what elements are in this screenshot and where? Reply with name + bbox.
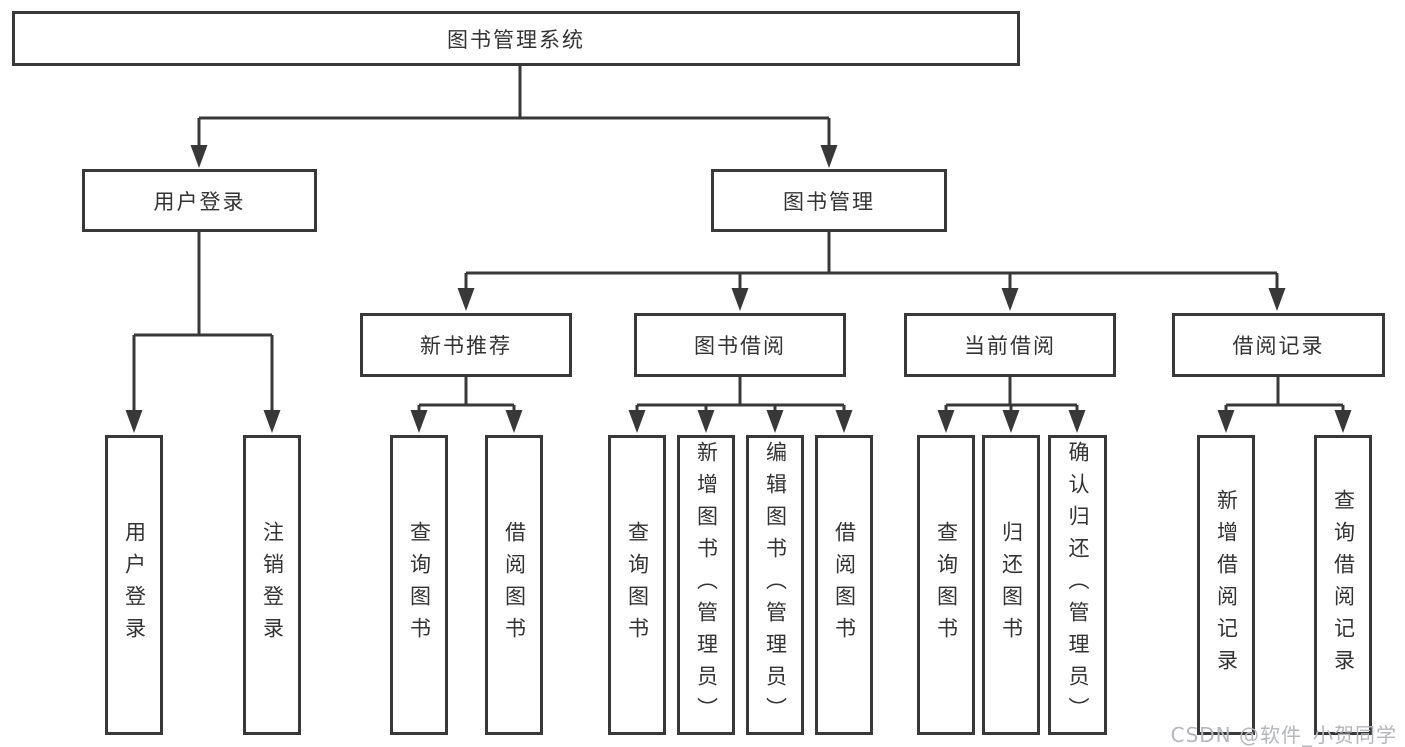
node-leaf-add-borrow-record: 新增借阅记录 — [1197, 435, 1255, 735]
node-leaf-query-borrow-record: 查询借阅记录 — [1314, 435, 1372, 735]
csdn-watermark: CSDN @软件_小贺同学 — [1170, 723, 1397, 747]
node-leaf-edit-book-admin: 编辑图书（管理员） — [746, 435, 804, 735]
node-current-borrow: 当前借阅 — [904, 313, 1116, 377]
node-leaf-borrow-books: 借阅图书 — [815, 435, 873, 735]
node-leaf-logout: 注销登录 — [243, 435, 301, 735]
node-borrow-records: 借阅记录 — [1172, 313, 1385, 377]
node-leaf-query-books-recommend: 查询图书 — [390, 435, 448, 735]
node-leaf-borrow-books-recommend: 借阅图书 — [485, 435, 543, 735]
node-root-library-system: 图书管理系统 — [12, 11, 1020, 66]
node-leaf-query-books-borrow: 查询图书 — [608, 435, 666, 735]
node-new-book-recommend: 新书推荐 — [360, 313, 572, 377]
node-leaf-add-book-admin: 新增图书（管理员） — [677, 435, 735, 735]
node-leaf-return-books: 归还图书 — [982, 435, 1040, 735]
node-leaf-user-login: 用户登录 — [105, 435, 163, 735]
node-leaf-query-books-current: 查询图书 — [917, 435, 975, 735]
node-leaf-confirm-return-admin: 确认归还（管理员） — [1048, 435, 1107, 735]
node-book-borrow: 图书借阅 — [634, 313, 846, 377]
node-book-management: 图书管理 — [711, 169, 947, 232]
node-user-login: 用户登录 — [82, 169, 317, 232]
